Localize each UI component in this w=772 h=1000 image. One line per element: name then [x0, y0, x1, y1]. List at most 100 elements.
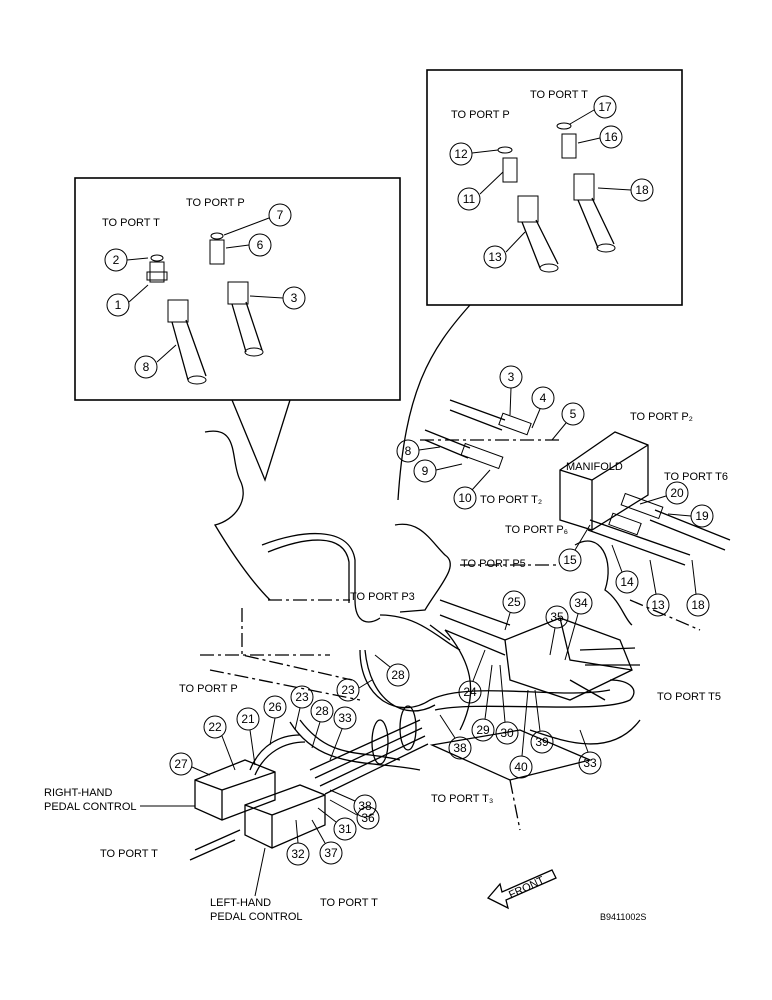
label-port-p3: TO PORT P3 — [350, 591, 415, 603]
callout-6: 6 — [225, 233, 272, 257]
label-right-pedal-1: RIGHT-HAND — [44, 787, 113, 799]
callout-25: 25 — [502, 590, 526, 631]
svg-text:38: 38 — [453, 741, 467, 755]
svg-text:13: 13 — [488, 250, 502, 264]
svg-text:37: 37 — [324, 846, 338, 860]
svg-text:28: 28 — [391, 668, 405, 682]
callout-8a: 8 — [134, 344, 177, 379]
callout-28b: 28 — [310, 699, 334, 749]
inset-left-parts — [146, 232, 264, 385]
label-port-t-inset-right: TO PORT T — [530, 89, 588, 101]
callout-1: 1 — [106, 284, 149, 317]
svg-text:1: 1 — [115, 298, 122, 312]
callout-2: 2 — [104, 248, 149, 272]
svg-text:40: 40 — [514, 760, 528, 774]
callout-7: 7 — [223, 203, 292, 236]
callout-8b: 8 — [396, 439, 441, 463]
label-port-t-lower-mid: TO PORT T — [320, 897, 378, 909]
hose-runs — [261, 532, 641, 771]
hose-bundle — [309, 705, 429, 795]
callout-13a: 13 — [483, 231, 526, 269]
svg-text:20: 20 — [670, 486, 684, 500]
label-left-pedal-2: PEDAL CONTROL — [210, 911, 303, 923]
callout-38a: 38 — [439, 714, 472, 760]
svg-text:21: 21 — [241, 712, 255, 726]
manifold-hoses — [424, 399, 731, 566]
callout-40: 40 — [509, 689, 533, 779]
svg-text:25: 25 — [507, 595, 521, 609]
callout-5: 5 — [551, 402, 585, 441]
label-left-pedal-1: LEFT-HAND — [210, 897, 271, 909]
callout-36: 36 — [329, 799, 380, 830]
label-manifold: MANIFOLD — [566, 461, 623, 473]
svg-text:32: 32 — [291, 847, 305, 861]
svg-text:30: 30 — [500, 726, 514, 740]
callout-33b: 33 — [329, 706, 357, 761]
pedal-controls — [189, 734, 326, 861]
callouts: 1 2 3 6 7 8 11 12 13 16 17 18 3 4 5 8 9 … — [104, 95, 714, 866]
callout-15: 15 — [558, 524, 591, 572]
inset-left-frame — [74, 177, 401, 401]
callout-37: 37 — [311, 819, 343, 865]
svg-text:23: 23 — [341, 683, 355, 697]
svg-text:19: 19 — [695, 509, 709, 523]
callout-32: 32 — [286, 819, 310, 866]
label-front: FRONT — [507, 874, 547, 901]
callout-23b: 23 — [290, 685, 314, 731]
svg-text:28: 28 — [315, 704, 329, 718]
callout-33a: 33 — [578, 729, 602, 775]
machine-outline — [200, 430, 701, 831]
callout-12: 12 — [449, 142, 499, 166]
callout-21: 21 — [236, 707, 260, 766]
callout-4: 4 — [531, 386, 555, 429]
callout-30: 30 — [495, 664, 519, 745]
label-port-t-lower-left: TO PORT T — [100, 848, 158, 860]
svg-text:31: 31 — [338, 822, 352, 836]
svg-text:27: 27 — [174, 757, 188, 771]
svg-text:17: 17 — [598, 100, 612, 114]
svg-text:18: 18 — [691, 598, 705, 612]
svg-text:24: 24 — [463, 685, 477, 699]
svg-text:22: 22 — [208, 720, 222, 734]
svg-text:4: 4 — [540, 391, 547, 405]
svg-text:10: 10 — [458, 491, 472, 505]
svg-text:3: 3 — [291, 291, 298, 305]
label-port-p-inset-right: TO PORT P — [451, 109, 510, 121]
callout-31: 31 — [317, 807, 357, 841]
label-port-t5: TO PORT T5 — [657, 691, 721, 703]
svg-text:9: 9 — [422, 464, 429, 478]
manifold-block — [559, 431, 649, 531]
callout-3b: 3 — [499, 365, 523, 416]
callout-18b: 18 — [686, 559, 710, 617]
callout-3a: 3 — [249, 286, 306, 310]
callout-10: 10 — [453, 469, 491, 510]
callout-28a: 28 — [374, 654, 410, 687]
svg-text:5: 5 — [570, 407, 577, 421]
label-port-t-inset-left: TO PORT T — [102, 217, 160, 229]
label-port-t3: TO PORT T₃ — [431, 793, 493, 805]
callout-19: 19 — [667, 504, 714, 528]
callout-26: 26 — [263, 695, 287, 746]
svg-text:26: 26 — [268, 700, 282, 714]
callout-14: 14 — [611, 544, 639, 594]
inset-right-frame — [426, 69, 683, 306]
svg-text:3: 3 — [508, 370, 515, 384]
svg-text:7: 7 — [277, 208, 284, 222]
label-port-p-inset-left: TO PORT P — [186, 197, 245, 209]
callout-11: 11 — [457, 171, 504, 211]
svg-text:16: 16 — [604, 130, 618, 144]
svg-text:33: 33 — [338, 711, 352, 725]
svg-text:13: 13 — [651, 598, 665, 612]
label-port-p-lower: TO PORT P — [179, 683, 238, 695]
svg-text:11: 11 — [463, 192, 476, 206]
svg-text:23: 23 — [295, 690, 309, 704]
svg-text:39: 39 — [535, 735, 549, 749]
callout-39: 39 — [530, 689, 554, 754]
callout-17: 17 — [569, 95, 617, 125]
callout-23a: 23 — [336, 678, 373, 702]
svg-text:15: 15 — [563, 553, 577, 567]
callout-24: 24 — [458, 649, 486, 704]
front-arrow — [486, 869, 557, 910]
inset-right-parts — [497, 122, 616, 273]
